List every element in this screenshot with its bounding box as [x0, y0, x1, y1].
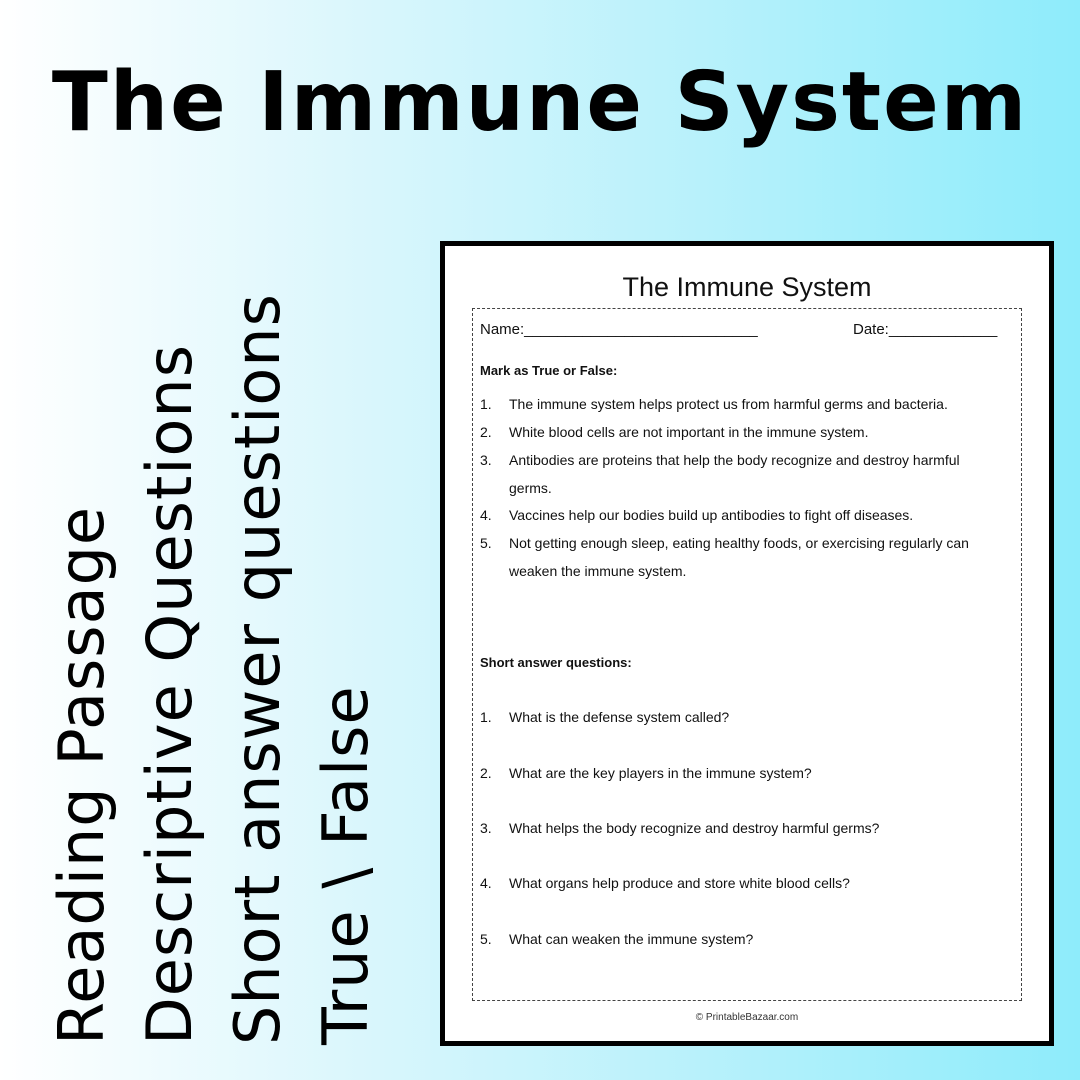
side-label-true-false: True \ False — [309, 685, 382, 1045]
item-text: What can weaken the immune system? — [509, 931, 754, 947]
item-number: 3. — [480, 820, 492, 836]
item-text: What organs help produce and store white… — [509, 875, 850, 891]
tf-heading: Mark as True or False: — [480, 363, 618, 378]
item-number: 1. — [480, 709, 492, 725]
item-number: 3. — [480, 452, 492, 468]
sa-item: 3. What helps the body recognize and dest… — [480, 814, 1000, 842]
item-number: 1. — [480, 396, 492, 412]
tf-item: 2. White blood cells are not important in… — [480, 418, 1000, 446]
tf-item: 5. Not getting enough sleep, eating healt… — [480, 529, 1000, 585]
item-text: What are the key players in the immune s… — [509, 765, 812, 781]
item-text: The immune system helps protect us from … — [509, 396, 948, 412]
tf-item: 3. Antibodies are proteins that help the … — [480, 446, 1000, 502]
date-field: Date:_____________ — [853, 321, 998, 338]
sa-item: 4. What organs help produce and store whi… — [480, 869, 1000, 897]
item-number: 4. — [480, 507, 492, 523]
worksheet-title: The Immune System — [622, 272, 872, 302]
copyright: © PrintableBazaar.com — [695, 1012, 799, 1023]
tf-item: 4. Vaccines help our bodies build up anti… — [480, 501, 1000, 529]
sa-item: 2. What are the key players in the immune… — [480, 759, 1000, 787]
side-label-descriptive-questions: Descriptive Questions — [133, 343, 206, 1045]
item-text: Not getting enough sleep, eating healthy… — [509, 535, 969, 579]
item-number: 5. — [480, 931, 492, 947]
worksheet-content-box: Name:____________________________ Date:_… — [472, 308, 1022, 1001]
item-number: 4. — [480, 875, 492, 891]
side-label-short-answer: Short answer questions — [221, 293, 294, 1045]
item-text: Antibodies are proteins that help the bo… — [509, 452, 960, 496]
item-text: What is the defense system called? — [509, 709, 730, 725]
page-title: The Immune System — [51, 55, 1029, 150]
item-text: What helps the body recognize and destro… — [509, 820, 880, 836]
tf-item: 1. The immune system helps protect us fro… — [480, 390, 1000, 418]
item-number: 5. — [480, 535, 492, 551]
item-number: 2. — [480, 765, 492, 781]
item-number: 2. — [480, 424, 492, 440]
worksheet-preview: The Immune System Name:_________________… — [440, 241, 1054, 1046]
item-text: Vaccines help our bodies build up antibo… — [509, 507, 914, 523]
item-text: White blood cells are not important in t… — [509, 424, 869, 440]
name-field: Name:____________________________ — [480, 321, 758, 338]
side-label-reading-passage: Reading Passage — [45, 505, 118, 1045]
sa-item: 1. What is the defense system called? — [480, 703, 1000, 731]
sa-item: 5. What can weaken the immune system? — [480, 925, 1000, 953]
side-labels: Reading Passage Descriptive Questions Sh… — [38, 245, 398, 1045]
sa-heading: Short answer questions: — [480, 655, 632, 670]
